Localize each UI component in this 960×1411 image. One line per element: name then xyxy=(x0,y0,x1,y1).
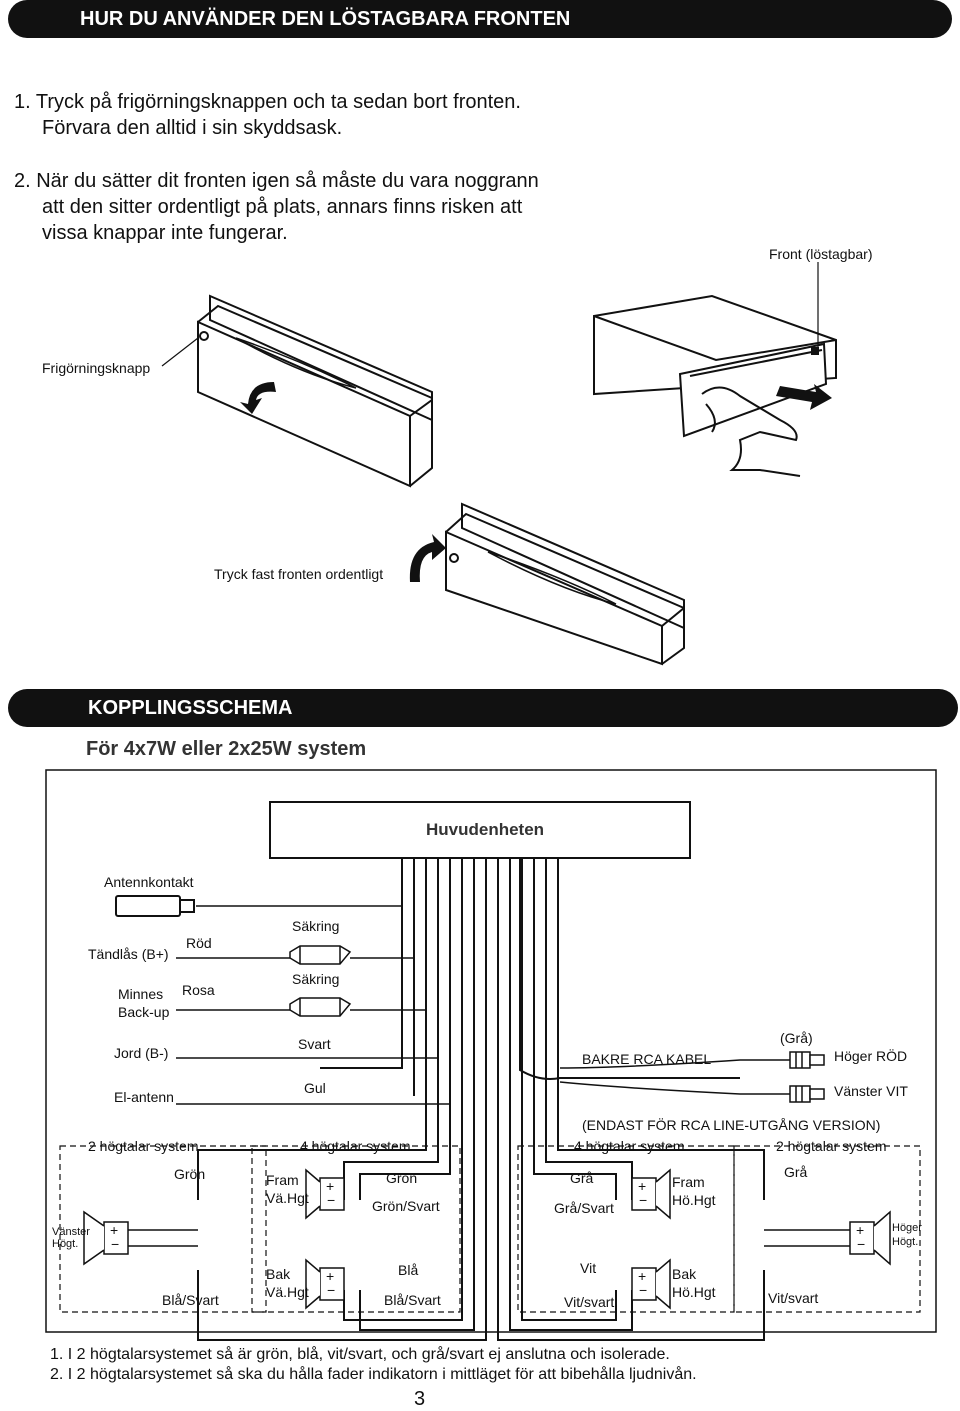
front-right-label-1: Fram xyxy=(672,1174,705,1190)
right-speaker-label-2: Högt. xyxy=(892,1236,919,1248)
green-wire-label-1: Grön xyxy=(174,1166,206,1182)
ignition-label: Tändlås (B+) xyxy=(88,946,169,962)
sys4-right-label: 4 högtalar system xyxy=(574,1138,685,1154)
rear-left-label-1: Bak xyxy=(266,1266,291,1282)
front-left-label-1: Fram xyxy=(266,1172,299,1188)
polarity-minus-rear-right: − xyxy=(639,1282,648,1298)
polarity-plus-right: + xyxy=(856,1222,865,1238)
green-black-label: Grön/Svart xyxy=(372,1198,440,1214)
speaker-front-right xyxy=(631,1168,671,1220)
fuse-1-label: Säkring xyxy=(292,918,340,934)
step-2-line-1: 2. När du sätter dit fronten igen så mås… xyxy=(14,170,539,192)
blue-black-label-1: Blå/Svart xyxy=(162,1292,219,1308)
group-2spk-right xyxy=(733,1145,921,1313)
page-number: 3 xyxy=(414,1388,426,1410)
polarity-plus-front-left: + xyxy=(326,1178,335,1194)
diagram-frame xyxy=(45,769,937,1333)
polarity-plus-rear-right: + xyxy=(638,1268,647,1284)
antenna-connector xyxy=(115,895,195,917)
wiring-subtitle: För 4x7W eller 2x25W system xyxy=(86,738,367,760)
label-push-front: Tryck fast fronten ordentligt xyxy=(214,566,384,582)
speaker-rear-right xyxy=(631,1258,671,1310)
rear-left-label-2: Vä.Hgt xyxy=(266,1284,309,1300)
rca-plug-left xyxy=(789,1085,825,1103)
step-2-line-3: vissa knappar inte fungerar. xyxy=(42,222,288,244)
polarity-plus-rear-left: + xyxy=(326,1268,335,1284)
polarity-plus-left: + xyxy=(110,1222,119,1238)
grey-black-label: Grå/Svart xyxy=(554,1200,614,1216)
memory-label-1: Minnes xyxy=(118,986,164,1002)
right-speaker-label-1: Höger xyxy=(892,1222,922,1234)
sys4-left-label: 4 högtalar system xyxy=(300,1138,411,1154)
black-wire-label: Svart xyxy=(298,1036,331,1052)
step-1-line-2: Förvara den alltid i sin skyddsask. xyxy=(42,117,343,139)
section-title: HUR DU ANVÄNDER DEN LÖSTAGBARA FRONTEN xyxy=(80,8,571,30)
rotate-up-arrow-icon xyxy=(409,534,446,582)
speaker-front-left xyxy=(305,1168,345,1220)
wiring-title: KOPPLINGSSCHEMA xyxy=(88,697,293,719)
antenna-label: Antennkontakt xyxy=(104,874,194,890)
pull-out-arrow-icon xyxy=(776,384,832,410)
sys2-left-label: 2 högtalar system xyxy=(88,1138,199,1154)
polarity-minus-front-left: − xyxy=(327,1192,336,1208)
white-black-label-1: Vit/svart xyxy=(564,1294,615,1310)
group-4spk-right xyxy=(517,1145,735,1313)
step-2-line-2: att den sitter ordentligt på plats, anna… xyxy=(42,196,523,218)
left-white-label: Vänster VIT xyxy=(834,1083,908,1099)
yellow-wire-label: Gul xyxy=(304,1080,326,1096)
front-panel-illustrations xyxy=(161,262,837,666)
white-wire-label: Vit xyxy=(580,1260,597,1276)
right-red-label: Höger RÖD xyxy=(834,1048,908,1064)
grey-wire-label-2: Grå xyxy=(784,1164,808,1180)
step-1-line-1: 1. Tryck på frigörningsknappen och ta se… xyxy=(14,91,521,113)
front-left-label-2: Vä.Hgt xyxy=(266,1190,309,1206)
label-release-button: Frigörningsknapp xyxy=(42,360,151,376)
rca-plug-right xyxy=(789,1051,825,1069)
polarity-minus-rear-left: − xyxy=(327,1282,336,1298)
white-black-label-2: Vit/svart xyxy=(768,1290,819,1306)
memory-label-2: Back-up xyxy=(118,1004,170,1020)
blue-black-label-2: Blå/Svart xyxy=(384,1292,441,1308)
head-unit-label: Huvudenheten xyxy=(426,820,545,839)
group-4spk-left xyxy=(251,1145,461,1313)
speaker-left xyxy=(83,1210,198,1266)
ground-label: Jord (B-) xyxy=(114,1045,169,1061)
polarity-plus-front-right: + xyxy=(638,1178,647,1194)
pink-wire-label: Rosa xyxy=(182,982,215,998)
left-speaker-label-2: Högt. xyxy=(52,1238,79,1250)
front-right-label-2: Hö.Hgt xyxy=(672,1192,716,1208)
rotate-down-arrow-icon xyxy=(240,382,276,414)
speaker-rear-left xyxy=(305,1258,345,1310)
polarity-minus-left: − xyxy=(111,1236,120,1252)
section-banner-wiring: KOPPLINGSSCHEMA xyxy=(8,689,958,727)
note-2: 2. I 2 högtalarsystemet så ska du hålla … xyxy=(50,1366,697,1383)
rear-right-label-2: Hö.Hgt xyxy=(672,1284,716,1300)
polarity-minus-front-right: − xyxy=(639,1192,648,1208)
grey-wire-label-1: Grå xyxy=(570,1170,594,1186)
fuse-2 xyxy=(289,997,352,1017)
speaker-right xyxy=(764,1210,891,1266)
grey-paren-label: (Grå) xyxy=(780,1030,813,1046)
head-unit-box xyxy=(269,801,691,859)
fuse-2-label: Säkring xyxy=(292,971,340,987)
attach-front-panel-illustration xyxy=(445,502,685,666)
rear-right-label-1: Bak xyxy=(672,1266,697,1282)
fuse-1 xyxy=(289,945,352,965)
rca-cable-label: BAKRE RCA KABEL xyxy=(582,1051,712,1067)
green-wire-label-2: Grön xyxy=(386,1170,418,1186)
head-unit-removal-illustration xyxy=(593,262,837,477)
note-1: 1. I 2 högtalarsystemet så är grön, blå,… xyxy=(50,1346,670,1363)
group-2spk-left xyxy=(59,1145,267,1313)
sys2-right-label: 2 högtalar system xyxy=(776,1138,887,1154)
label-front-detachable: Front (löstagbar) xyxy=(769,246,873,262)
left-speaker-label-1: Vänster xyxy=(52,1226,90,1238)
detached-front-panel-illustration xyxy=(161,294,433,488)
el-antenna-label: El-antenn xyxy=(114,1089,174,1105)
section-banner-front: HUR DU ANVÄNDER DEN LÖSTAGBARA FRONTEN xyxy=(8,0,952,38)
blue-wire-label: Blå xyxy=(398,1262,419,1278)
rca-note: (ENDAST FÖR RCA LINE-UTGÅNG VERSION) xyxy=(582,1117,881,1133)
polarity-minus-right: − xyxy=(857,1236,866,1252)
red-wire-label: Röd xyxy=(186,935,212,951)
